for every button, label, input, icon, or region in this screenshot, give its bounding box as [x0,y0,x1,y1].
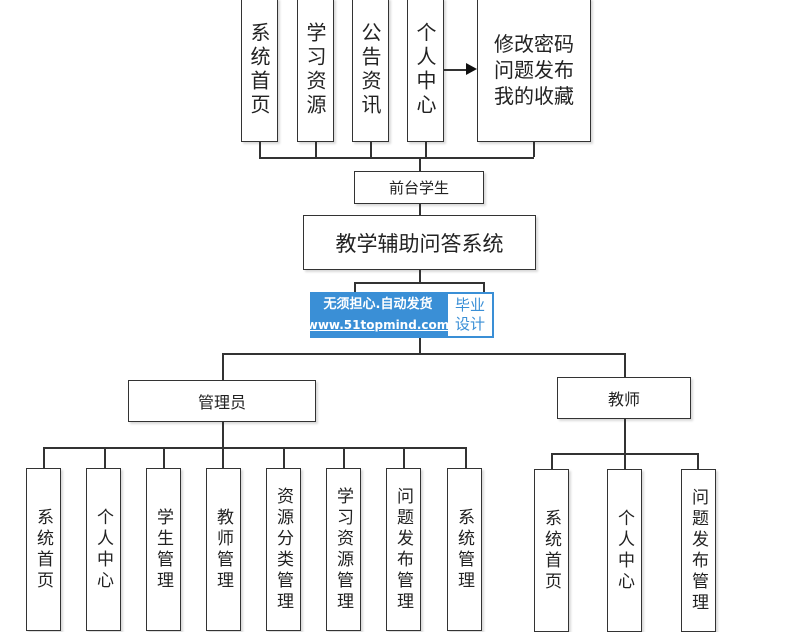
connector [315,141,317,157]
admin-item-box: 问题发布管理 [386,468,421,631]
connector [354,282,484,284]
connector [624,453,626,469]
root-system-box: 教学辅助问答系统 [303,215,536,270]
watermark-badge: 设计 [454,315,485,333]
connector [551,453,553,469]
connector [259,141,261,157]
connector [444,69,468,71]
teacher-item-box: 系统首页 [534,469,569,632]
connector [370,141,372,157]
arrow-right-icon [466,63,477,75]
admin-item-box: 系统管理 [447,468,482,631]
connector [419,338,421,353]
personal-center-sub-box: 修改密码 问题发布 我的收藏 [477,0,591,142]
admin-item-box: 系统首页 [26,468,61,631]
sub-item: 修改密码 [494,32,574,56]
connector [419,269,421,282]
student-item-box: 个人中心 [407,0,444,142]
connector [533,141,535,157]
connector [222,353,625,355]
admin-item-box: 学生管理 [146,468,181,631]
connector [624,418,626,453]
connector [354,282,356,294]
sub-item: 我的收藏 [494,84,574,108]
connector [425,141,427,157]
teacher-item-box: 个人中心 [607,469,642,632]
watermark-badge: 毕业 [454,296,485,314]
connector [624,353,626,377]
connector [483,282,485,294]
student-role-box: 前台学生 [354,171,484,204]
admin-item-box: 学习资源管理 [326,468,361,631]
connector [222,447,224,468]
sub-item: 问题发布 [494,58,574,82]
connector [403,447,405,468]
watermark-banner: 无须担心.自动发货 www.51topmind.com 毕业设计 [306,292,494,338]
teacher-item-box: 问题发布管理 [681,469,716,632]
watermark-url: www.51topmind.com [306,318,450,332]
admin-item-box: 教师管理 [206,468,241,631]
teacher-role-box: 教师 [557,377,691,419]
admin-item-box: 资源分类管理 [266,468,301,631]
connector [222,421,224,447]
connector [43,447,466,449]
student-item-box: 公告资讯 [352,0,389,142]
connector [419,157,421,171]
connector [43,447,45,468]
connector [697,453,699,469]
connector [283,447,285,468]
connector [343,447,345,468]
student-item-box: 学习资源 [297,0,334,142]
student-item-box: 系统首页 [241,0,278,142]
connector [222,353,224,380]
connector [163,447,165,468]
connector [465,447,467,468]
admin-role-box: 管理员 [128,380,316,422]
admin-item-box: 个人中心 [86,468,121,631]
connector [104,447,106,468]
connector [419,203,421,215]
connector [259,157,534,159]
watermark-slogan: 无须担心.自动发货 [323,297,433,312]
